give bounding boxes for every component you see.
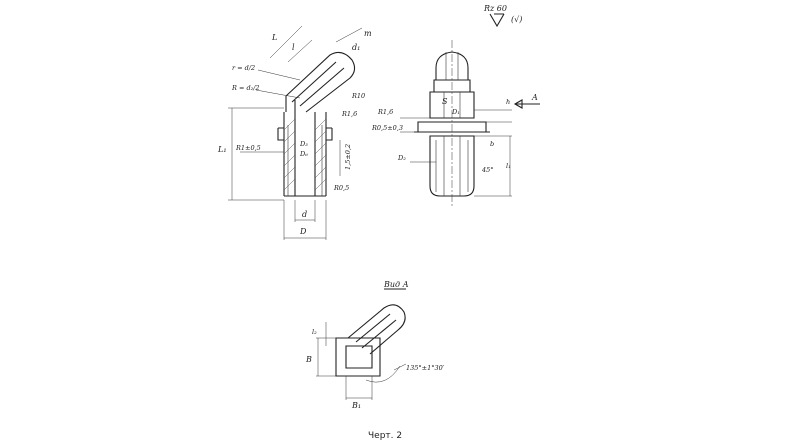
dim-l: l	[292, 43, 295, 52]
dim-m: m	[364, 29, 372, 38]
main-body	[277, 100, 333, 197]
roughness-extra: (√)	[511, 15, 522, 24]
roughness-label: Rz 60	[483, 4, 507, 13]
r-formula: r = d/2	[232, 64, 255, 72]
dim-L: L	[271, 33, 277, 42]
left-dimensions: L₁ d D L l m d₁ r = d/2 R = d₂/2 R1,6	[217, 25, 372, 240]
dim-D: D	[299, 227, 307, 236]
dim-angle-45: 45°	[481, 166, 494, 174]
view-a-title: Вид А	[383, 280, 409, 289]
hatching-right	[314, 118, 327, 191]
hatching-left	[283, 118, 296, 191]
dim-R0503: R0,5±0,3	[371, 124, 403, 132]
dim-D2: D₂	[397, 154, 406, 162]
dim-h: h	[506, 98, 510, 106]
dim-B: B	[305, 355, 312, 364]
right-dimensions: S D₁ h A R1,6 R0,5±0,3 D₂ b 45° l₁	[371, 93, 540, 197]
dim-R16-right: R1,6	[377, 108, 393, 116]
dim-d1: d₁	[352, 43, 360, 52]
dim-angle-135: 135°±1°30′	[406, 364, 445, 372]
dim-D3: D₃	[299, 140, 308, 148]
dim-b: b	[490, 140, 494, 148]
dim-D6: D₆	[299, 150, 308, 158]
dim-thread-len: 1,5±0,2	[344, 144, 352, 170]
dim-R1: R1±0,5	[235, 144, 261, 152]
dim-R05-left: R0,5	[333, 184, 349, 192]
dim-D1: D₁	[451, 108, 460, 116]
view-a: Вид А B l₂ B₁ 135°±1°30′	[305, 280, 445, 410]
dim-R16-left: R1,6	[341, 110, 357, 118]
dim-R10: R10	[351, 92, 365, 100]
roughness-mark: Rz 60 (√)	[483, 4, 522, 28]
right-outline-view: S D₁ h A R1,6 R0,5±0,3 D₂ b 45° l₁	[371, 40, 540, 206]
R-formula: R = d₂/2	[231, 84, 260, 92]
dim-L1: L₁	[217, 145, 227, 154]
dim-S: S	[442, 97, 448, 106]
dim-l1: l₁	[506, 162, 511, 170]
dim-d: d	[302, 210, 307, 219]
dim-B1: B₁	[351, 401, 361, 410]
figure-caption: Черт. 2	[368, 431, 402, 441]
angled-head	[285, 51, 356, 113]
dim-l2: l₂	[312, 328, 317, 336]
left-section-view: L₁ d D L l m d₁ r = d/2 R = d₂/2 R1,6	[217, 25, 372, 240]
view-arrow-A: A	[531, 93, 538, 102]
